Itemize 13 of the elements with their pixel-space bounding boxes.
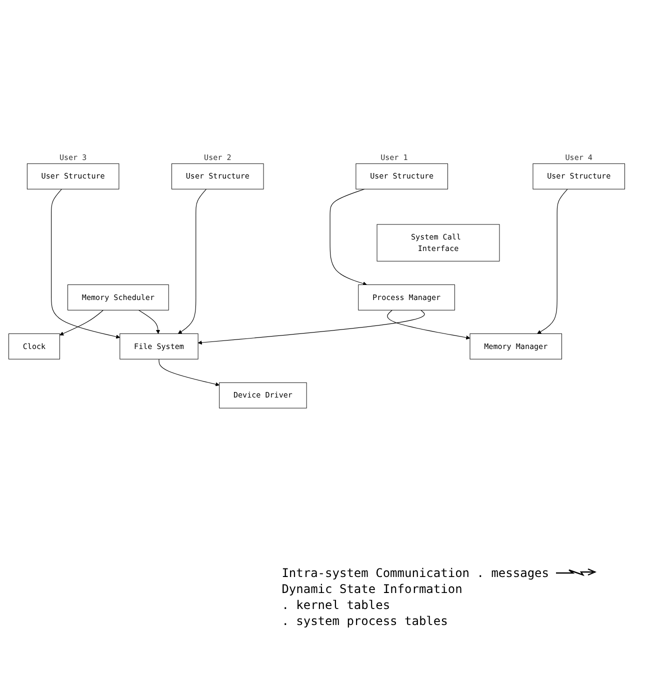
arrow	[59, 310, 104, 336]
arrow	[138, 310, 160, 334]
arrow	[536, 188, 568, 334]
note-text: Dynamic State Information	[282, 582, 464, 596]
arrow	[386, 310, 470, 340]
note-text: . system process tables	[282, 614, 449, 628]
arrow	[50, 188, 120, 339]
arrow	[177, 188, 206, 334]
arrow	[158, 358, 220, 386]
legend-text: Intra-system Communication . messages	[282, 566, 549, 580]
arrow	[329, 188, 366, 286]
arrow	[197, 310, 424, 345]
note-text: . kernel tables	[282, 598, 392, 612]
